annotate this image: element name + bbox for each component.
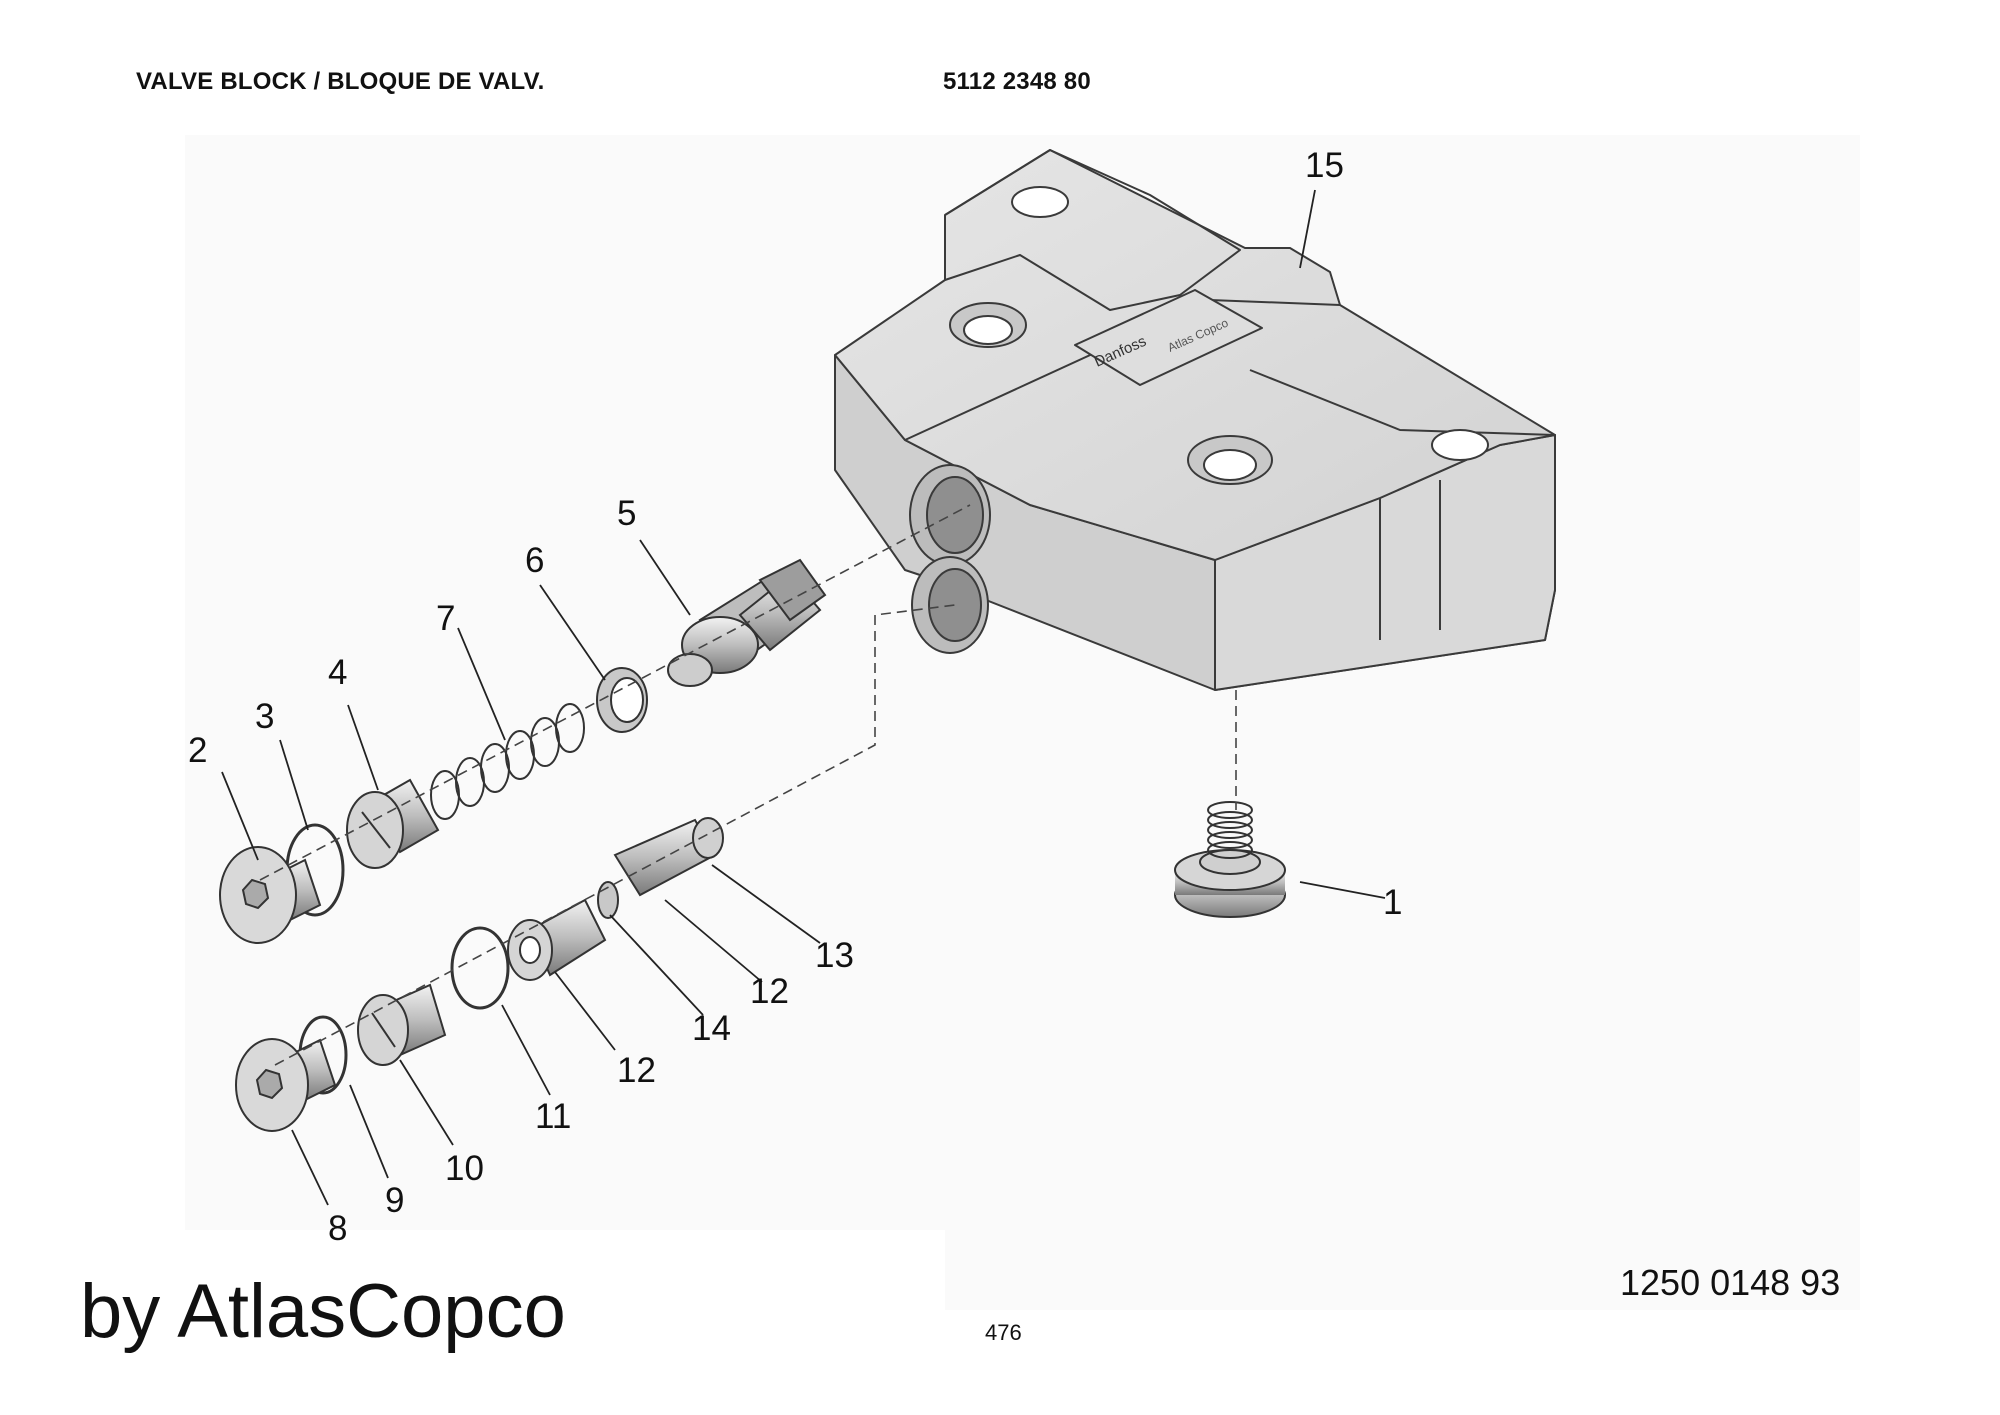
callout-8: 8 (328, 1209, 347, 1248)
page-number: 476 (985, 1320, 1022, 1345)
assembly-lines (259, 504, 1237, 1066)
callout-15: 15 (1305, 146, 1344, 185)
callout-13: 13 (815, 936, 854, 975)
plug-part-1 (1174, 801, 1286, 918)
callout-11: 11 (535, 1097, 571, 1136)
part-number: 5112 2348 80 (943, 68, 1091, 95)
spring-part-7 (430, 703, 585, 820)
document-title: VALVE BLOCK / BLOQUE DE VALV. (136, 68, 545, 95)
callout-6: 6 (525, 541, 544, 580)
ring-part-6 (596, 667, 648, 733)
sleeve-part-10 (357, 983, 447, 1066)
o-ring-part-11 (450, 926, 510, 1010)
callout-12-upper: 12 (750, 972, 789, 1011)
leader-lines (221, 189, 1386, 1206)
callout-4: 4 (328, 653, 347, 692)
ring-part-14 (597, 881, 619, 919)
reference-number: 1250 0148 93 (1620, 1262, 1841, 1303)
callout-14: 14 (692, 1009, 731, 1048)
callout-3: 3 (255, 697, 274, 736)
callout-10: 10 (445, 1149, 484, 1188)
callout-7: 7 (436, 599, 455, 638)
callout-5: 5 (617, 494, 636, 533)
plug-part-8 (235, 1038, 337, 1132)
brand-watermark: by AtlasCopco (80, 1269, 566, 1354)
drawing-area-extension (945, 1230, 1860, 1310)
callout-12-lower: 12 (617, 1051, 656, 1090)
callout-1: 1 (1383, 883, 1402, 922)
callout-9: 9 (385, 1181, 404, 1220)
callout-2: 2 (188, 731, 207, 770)
